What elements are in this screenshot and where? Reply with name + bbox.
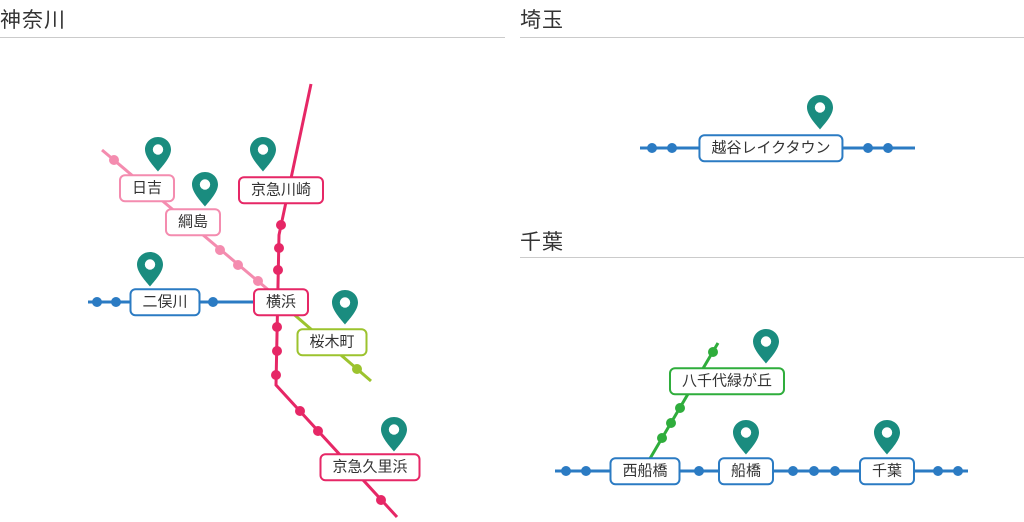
map-pin-icon: [733, 420, 759, 455]
rail-dots-blue-chiba: [561, 466, 963, 476]
station-dot: [109, 155, 119, 165]
map-pin-icon: [332, 290, 358, 325]
rail-dots-green-chiba: [657, 347, 718, 443]
station-dot: [647, 143, 657, 153]
station-dot: [657, 433, 667, 443]
rail-dots-yellow-green: [352, 364, 362, 374]
station-dot: [809, 466, 819, 476]
station-label-nishi-funabashi[interactable]: 西船橋: [609, 457, 681, 485]
station-dot: [883, 143, 893, 153]
rail-dots-blue-kanagawa: [92, 297, 218, 307]
station-dot: [581, 466, 591, 476]
station-dot: [376, 495, 386, 505]
station-label-keikyu-kurihama[interactable]: 京急久里浜: [319, 453, 421, 481]
rail-dots-blue-saitama: [647, 143, 893, 153]
rail-dots-pink: [109, 155, 263, 286]
map-pin-icon: [145, 137, 171, 172]
map-pin-icon: [192, 172, 218, 207]
station-dot: [208, 297, 218, 307]
section-title-saitama: 埼玉: [520, 8, 564, 32]
station-label-tsunashima[interactable]: 綱島: [164, 208, 222, 236]
station-dot: [233, 260, 243, 270]
station-dot: [561, 466, 571, 476]
station-dot: [274, 243, 284, 253]
station-label-keikyu-kawasaki[interactable]: 京急川崎: [237, 176, 325, 204]
section-title-kanagawa: 神奈川: [0, 8, 66, 32]
section-divider-chiba: [520, 257, 1024, 258]
map-pin-icon: [874, 420, 900, 455]
map-pin-icon: [381, 417, 407, 452]
section-divider-kanagawa: [0, 37, 505, 38]
station-dot: [953, 466, 963, 476]
station-dot: [215, 245, 225, 255]
station-dot: [694, 466, 704, 476]
station-dot: [313, 426, 323, 436]
station-dot: [273, 265, 283, 275]
station-dot: [271, 370, 281, 380]
station-label-sakuragicho[interactable]: 桜木町: [296, 328, 368, 356]
station-dot: [92, 297, 102, 307]
station-dot: [788, 466, 798, 476]
station-dot: [667, 143, 677, 153]
station-dot: [708, 347, 718, 357]
station-dot: [675, 403, 685, 413]
map-pin-icon: [807, 95, 833, 130]
section-divider-saitama: [520, 37, 1024, 38]
station-dot: [272, 322, 282, 332]
station-dot: [666, 418, 676, 428]
station-label-funabashi[interactable]: 船橋: [717, 457, 775, 485]
station-dot: [352, 364, 362, 374]
station-dot: [933, 466, 943, 476]
station-label-futamatagawa[interactable]: 二俣川: [129, 288, 201, 316]
station-label-yachiyo-midorigaoka[interactable]: 八千代緑が丘: [668, 367, 786, 395]
station-label-hiyoshi[interactable]: 日吉: [118, 174, 176, 202]
station-dot: [295, 406, 305, 416]
section-title-chiba: 千葉: [520, 230, 564, 254]
station-dot: [863, 143, 873, 153]
station-dot: [830, 466, 840, 476]
station-label-koshigaya-laketown[interactable]: 越谷レイクタウン: [698, 134, 844, 162]
rail-dots-crimson: [271, 220, 386, 505]
station-label-chiba[interactable]: 千葉: [858, 457, 916, 485]
station-dot: [253, 276, 263, 286]
map-pin-icon: [137, 252, 163, 287]
map-pin-icon: [250, 137, 276, 172]
station-dot: [111, 297, 121, 307]
map-pin-icon: [753, 329, 779, 364]
station-dot: [272, 346, 282, 356]
station-dot: [276, 220, 286, 230]
station-label-yokohama[interactable]: 横浜: [252, 288, 310, 316]
